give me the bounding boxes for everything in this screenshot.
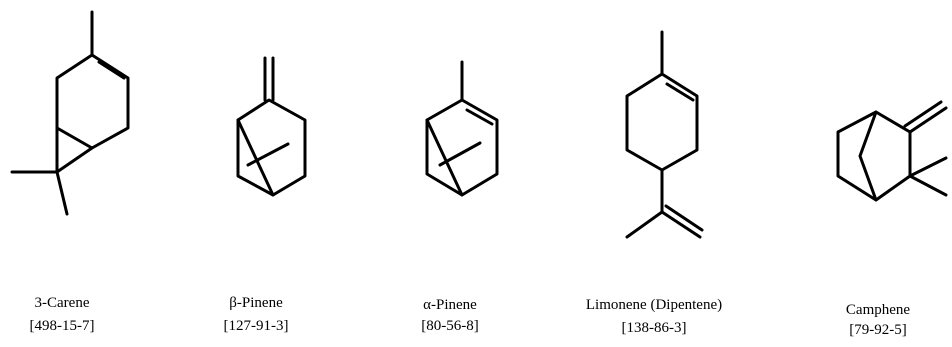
3-carene-structure	[10, 10, 130, 216]
compound-name-beta-pinene: β-Pinene	[229, 295, 283, 311]
cas-number-camphene: [79-92-5]	[849, 322, 907, 338]
compound-name-alpha-pinene: α-Pinene	[423, 297, 477, 313]
alpha-pinene-structure	[425, 60, 499, 197]
cas-number-beta-pinene: [127-91-3]	[223, 318, 289, 334]
cas-number-limonene: [138-86-3]	[621, 320, 687, 336]
compound-name-limonene: Limonene (Dipentene)	[585, 297, 723, 313]
cas-number-alpha-pinene: [80-56-8]	[421, 318, 479, 334]
compound-name-3-carene: 3-Carene	[34, 295, 90, 311]
limonene-structure	[625, 30, 704, 239]
beta-pinene-structure	[236, 56, 307, 197]
cas-number-3-carene: [498-15-7]	[29, 318, 95, 334]
compound-name-camphene: Camphene	[845, 302, 911, 318]
camphene-structure	[836, 100, 948, 202]
